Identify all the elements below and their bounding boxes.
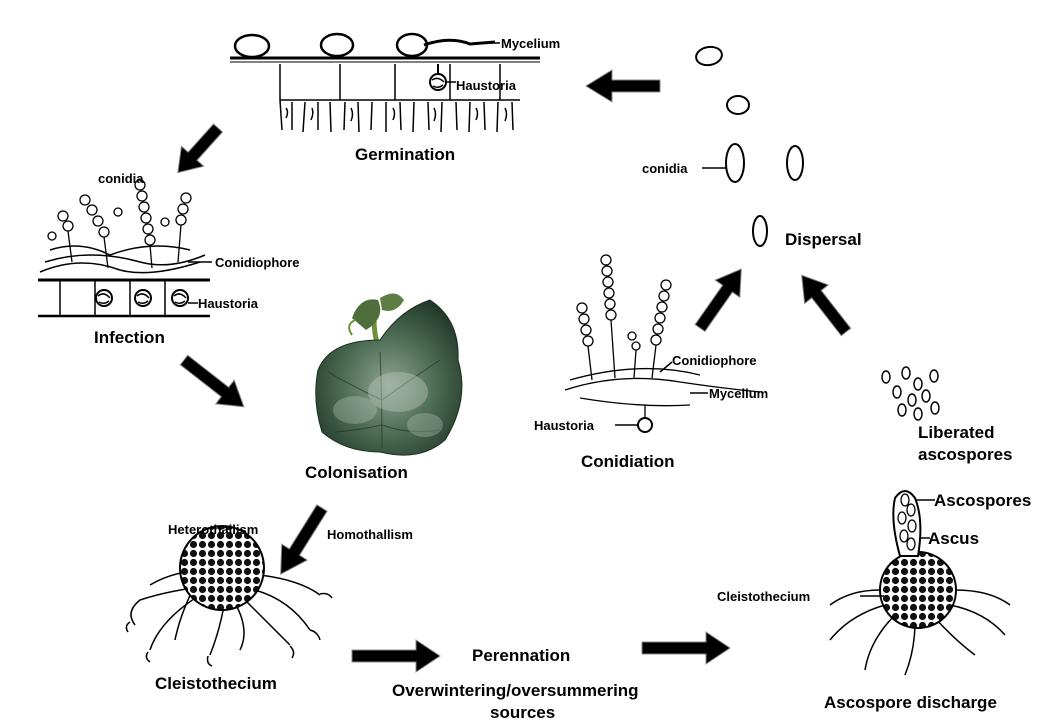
label-ascospores-liberated: ascospores [918,445,1013,464]
label-cleistothecium-left: Cleistothecium [155,674,277,693]
label-ascospores: Ascospores [934,491,1031,510]
label-mycelium-top: Mycelium [501,36,560,51]
label-haustoria-mid: Haustoria [534,418,595,433]
label-haustoria-top: Haustoria [456,78,517,93]
label-perennation: Perennation [472,646,570,665]
liberated-ascospores-group [882,367,939,420]
arrow-germination-to-infection [167,118,229,183]
label-haustoria-left: Haustoria [198,296,259,311]
label-infection: Infection [94,328,165,347]
label-ascus: Ascus [928,529,979,548]
label-cleistothecium-right: Cleistothecium [717,589,810,604]
arrow-conidiation-to-dispersal [688,260,754,336]
arrow-ascospores-to-dispersal [790,266,858,341]
ascospore-discharge-illustration [830,491,1010,675]
arrow-infection-to-colonisation [175,348,253,418]
label-conidiation: Conidiation [581,452,674,471]
arrow-perennation-to-ascospore [642,632,730,664]
label-sources: sources [490,703,555,722]
infection-illustration [38,180,212,316]
label-liberated: Liberated [918,423,995,442]
arrow-colonisation-to-cleistothecium [268,500,335,582]
label-heterothallism: Heterothallism [168,522,258,537]
label-mycelium-mid: Mycelium [709,386,768,401]
label-dispersal: Dispersal [785,230,862,249]
label-homothallism: Homothallism [327,527,413,542]
label-conidia-right: conidia [642,161,688,176]
arrow-cleistothecium-to-perennation [352,640,440,672]
label-conidia-left: conidia [98,171,144,186]
label-ascospore-discharge: Ascospore discharge [824,693,997,712]
arrow-dispersal-to-germination [586,70,660,102]
label-colonisation: Colonisation [305,463,408,482]
colonised-leaf-image [316,293,462,455]
label-overwintering: Overwintering/oversummering [392,681,639,700]
label-germination: Germination [355,145,455,164]
label-conidiophore-left: Conidiophore [215,255,300,270]
dispersal-conidia [695,45,803,246]
label-conidiophore-mid: Conidiophore [672,353,757,368]
cycle-arrows [167,70,858,672]
